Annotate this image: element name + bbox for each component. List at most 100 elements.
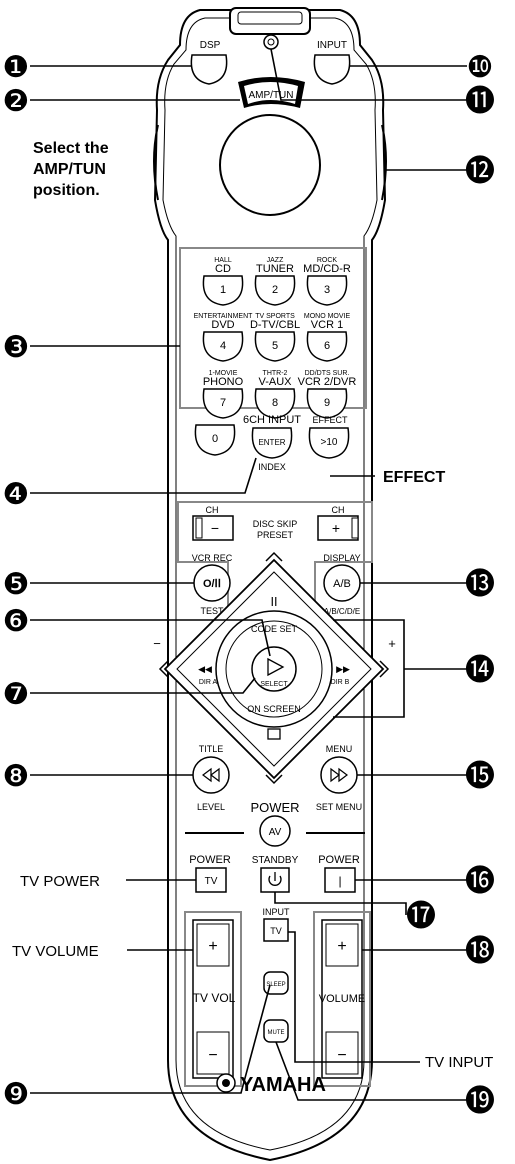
svg-text:+: +: [208, 938, 217, 955]
enter-button[interactable]: ENTER: [251, 427, 293, 459]
volume-rocker[interactable]: + −: [321, 919, 363, 1079]
input-key-shape[interactable]: [306, 388, 348, 419]
next-icon: ▶▶: [336, 664, 350, 674]
tv-input-button[interactable]: TV: [263, 918, 289, 942]
svg-text:TV: TV: [270, 926, 282, 936]
tv-input-callout-label: TV INPUT: [425, 1054, 493, 1071]
power-on-button[interactable]: |: [324, 867, 356, 893]
input-key-mode-label: TV SPORTS: [255, 313, 295, 320]
callout-2: ❷: [3, 84, 30, 119]
ch-plus-button[interactable]: +: [317, 515, 359, 541]
standby-button[interactable]: [260, 867, 290, 893]
callout-13: ⓭: [465, 567, 495, 602]
input-key-source-label: V-AUX: [258, 376, 292, 388]
up-arrow-icon: [265, 551, 283, 562]
svg-text:LEVEL: LEVEL: [197, 802, 225, 812]
svg-text:ON SCREEN: ON SCREEN: [247, 704, 301, 714]
input-key-shape[interactable]: [202, 388, 244, 419]
input-key-number: 1: [220, 284, 226, 296]
svg-text:+: +: [388, 636, 396, 651]
svg-text:VCR REC: VCR REC: [192, 553, 233, 563]
svg-text:PRESET: PRESET: [257, 530, 294, 540]
tv-vol-panel: [184, 911, 242, 1087]
svg-text:ENTER: ENTER: [258, 438, 285, 447]
tv-volume-callout-label: TV VOLUME: [12, 943, 99, 960]
input-key-mode-label: THTR-2: [263, 370, 288, 377]
callout-12: ⓬: [465, 154, 495, 189]
svg-text:TITLE: TITLE: [199, 744, 224, 754]
svg-text:MUTE: MUTE: [268, 1030, 285, 1036]
dsp-button[interactable]: DSP: [190, 40, 228, 85]
mute-button[interactable]: MUTE: [263, 1019, 289, 1043]
tv-vol-rocker[interactable]: + −: [192, 919, 234, 1079]
av-power-button[interactable]: AV: [259, 815, 291, 847]
svg-text:−: −: [208, 1047, 217, 1064]
amp-tun-switch[interactable]: AMP/TUN: [238, 77, 305, 108]
input-key-shape[interactable]: [306, 331, 348, 362]
svg-text:STANDBY: STANDBY: [252, 855, 299, 866]
ch-minus-button[interactable]: −: [192, 515, 234, 541]
plus-ten-button[interactable]: >10: [308, 427, 350, 459]
prev-icon: ◀◀: [198, 664, 212, 674]
input-key-mode-label: ROCK: [317, 257, 338, 264]
input-key-shape[interactable]: [202, 331, 244, 362]
rewind-button[interactable]: [192, 756, 230, 794]
svg-text:−: −: [153, 636, 161, 651]
input-key-source-label: TUNER: [256, 263, 294, 275]
power-icon: [268, 875, 282, 886]
callout-1: ❶: [3, 50, 30, 85]
input-key-shape[interactable]: [254, 275, 296, 306]
input-key-shape[interactable]: [306, 275, 348, 306]
callout-11: ⓫: [465, 84, 495, 119]
sleep-button[interactable]: SLEEP: [263, 971, 289, 995]
input-key-mode-label: ENTERTAINMENT: [194, 313, 254, 320]
fast-forward-icon: [330, 767, 348, 783]
volume-label: VOLUME: [319, 993, 365, 1005]
input-key-shape[interactable]: [254, 388, 296, 419]
callout-9: ❾: [3, 1077, 30, 1112]
svg-text:YAMAHA: YAMAHA: [240, 1074, 326, 1096]
callout-lines: [30, 48, 467, 1101]
svg-text:SLEEP: SLEEP: [266, 982, 285, 988]
zero-button[interactable]: 0: [194, 424, 236, 456]
vcr-rec-button[interactable]: O/ⅠⅠ: [193, 564, 231, 602]
ab-button[interactable]: A/B: [323, 564, 361, 602]
tv-power-button[interactable]: TV: [195, 867, 227, 893]
effect-top-label: EFFECT: [313, 415, 349, 425]
input-key-shape[interactable]: [254, 331, 296, 362]
input-key-number: 5: [272, 340, 278, 352]
input-button[interactable]: INPUT: [313, 40, 351, 85]
input-key-source-label: VCR 2/DVR: [298, 376, 357, 388]
input-key-source-label: PHONO: [203, 376, 244, 388]
svg-text:INPUT: INPUT: [263, 907, 291, 917]
input-key-mode-label: MONO MOVIE: [304, 313, 351, 320]
input-key-number: 2: [272, 284, 278, 296]
volume-knob[interactable]: [219, 114, 321, 216]
callout-14: ⓮: [465, 653, 495, 688]
fast-forward-button[interactable]: [320, 756, 358, 794]
input-key-shape[interactable]: [202, 275, 244, 306]
play-icon: [267, 657, 285, 677]
dsp-label: DSP: [200, 40, 221, 51]
index-label: INDEX: [258, 462, 286, 472]
callout-19: ⓳: [465, 1084, 495, 1119]
input-key-number: 7: [220, 397, 226, 409]
svg-text:MENU: MENU: [326, 744, 353, 754]
rewind-icon: [202, 767, 220, 783]
input-key-mode-label: HALL: [214, 257, 232, 264]
input-label: INPUT: [317, 40, 347, 51]
input-key-source-label: DVD: [211, 319, 234, 331]
input-key-mode-label: JAZZ: [267, 257, 284, 264]
input-key-mode-label: 1-MOVIE: [209, 370, 238, 377]
svg-text:−: −: [337, 1047, 346, 1064]
select-button[interactable]: SELECT: [251, 646, 297, 692]
